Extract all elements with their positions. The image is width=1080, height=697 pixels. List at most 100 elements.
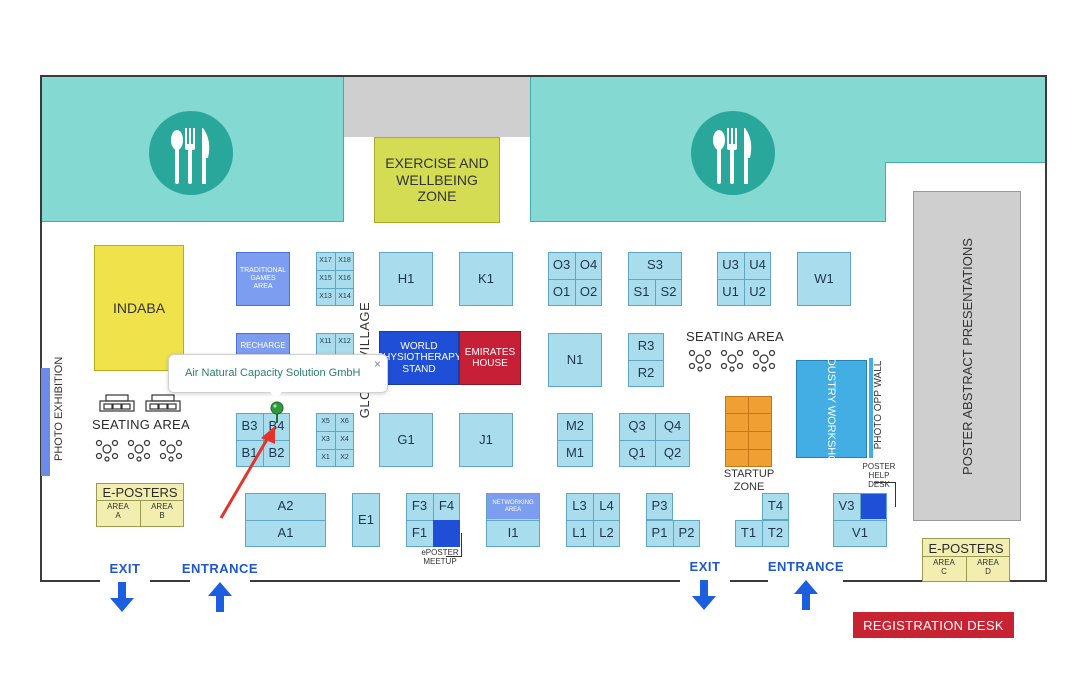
booth-W1[interactable]: W1 <box>797 252 851 306</box>
booth-H1[interactable]: H1 <box>379 252 433 306</box>
eposter-area-b[interactable]: AREA B <box>140 502 184 520</box>
booth-I1[interactable]: I1 <box>507 525 519 541</box>
booth-A2[interactable]: A2 <box>277 498 294 514</box>
eposter-meetup-square[interactable] <box>433 520 460 547</box>
eposter-meetup-label: ePOSTER MEETUP <box>410 548 470 567</box>
booth-T2[interactable]: T2 <box>767 525 784 541</box>
booth-B3[interactable]: B3 <box>241 418 258 434</box>
booth-X2[interactable]: X2 <box>340 453 349 461</box>
stand-label: STAND <box>402 363 436 375</box>
poster-abstract-area[interactable]: POSTER ABSTRACT PRESENTATIONS <box>913 191 1021 521</box>
booth-X3[interactable]: X3 <box>321 435 330 443</box>
booth-popup[interactable]: Air Natural Capacity Solution GmbH × <box>168 354 388 393</box>
photo-opp-wall-label: PHOTO OPP WALL <box>873 360 884 450</box>
booth-X13[interactable]: X13 <box>319 292 332 300</box>
booth-M1[interactable]: M1 <box>565 445 585 461</box>
booth-X4[interactable]: X4 <box>340 435 349 443</box>
close-icon[interactable]: × <box>373 357 381 371</box>
traditional-games-area[interactable]: TRADITIONAL GAMES AREA <box>236 252 290 306</box>
booth-X11[interactable]: X11 <box>319 337 332 345</box>
booth-V1[interactable]: V1 <box>852 525 868 541</box>
booth-F1[interactable]: F1 <box>411 525 428 541</box>
stand-label: EMIRATES <box>464 346 516 358</box>
booth-V3[interactable]: V3 <box>838 498 855 514</box>
area-label: C <box>941 567 947 577</box>
stand-label: HOUSE <box>472 358 508 369</box>
booth-R2[interactable]: R2 <box>637 365 655 381</box>
booth-U1[interactable]: U1 <box>722 284 739 300</box>
booth-X18[interactable]: X18 <box>338 256 351 264</box>
booth-L4[interactable]: L4 <box>599 498 614 514</box>
up-arrow-icon[interactable] <box>794 580 818 610</box>
down-arrow-icon[interactable] <box>692 580 716 610</box>
photo-opp-wall-bar <box>869 358 873 458</box>
booth-X17[interactable]: X17 <box>319 256 332 264</box>
seating-area-mid-label: SEATING AREA <box>686 329 784 344</box>
booth-X12[interactable]: X12 <box>338 337 351 345</box>
booth-Q2[interactable]: Q2 <box>663 445 682 461</box>
booth-Q4[interactable]: Q4 <box>663 418 682 434</box>
exercise-wellbeing-zone[interactable]: EXERCISE AND WELLBEING ZONE <box>374 137 500 223</box>
booth-P3[interactable]: P3 <box>651 498 668 514</box>
booth-O1[interactable]: O1 <box>552 284 571 300</box>
booth-X6[interactable]: X6 <box>340 417 349 425</box>
booth-R3[interactable]: R3 <box>637 338 655 354</box>
booth-t4 <box>762 493 789 520</box>
networking-area[interactable]: NETWORKING AREA <box>487 494 539 519</box>
booth-O2[interactable]: O2 <box>579 284 598 300</box>
booth-P1[interactable]: P1 <box>651 525 668 541</box>
indaba-zone[interactable]: INDABA <box>94 245 184 371</box>
booth-X14[interactable]: X14 <box>338 292 351 300</box>
booth-K1[interactable]: K1 <box>459 252 513 306</box>
booth-G1[interactable]: G1 <box>379 413 433 467</box>
registration-desk[interactable]: REGISTRATION DESK <box>853 612 1014 638</box>
area-label: D <box>985 567 991 577</box>
booth-P2[interactable]: P2 <box>678 525 695 541</box>
booth-F3[interactable]: F3 <box>411 498 428 514</box>
area-label: AREA <box>107 502 129 511</box>
booth-A1[interactable]: A1 <box>277 525 294 541</box>
booth-L3[interactable]: L3 <box>572 498 587 514</box>
booth-S1[interactable]: S1 <box>633 284 650 300</box>
up-arrow-icon[interactable] <box>208 582 232 612</box>
popup-title[interactable]: Air Natural Capacity Solution GmbH <box>185 367 361 379</box>
booth-X15[interactable]: X15 <box>319 274 332 282</box>
booth-U2[interactable]: U2 <box>749 284 766 300</box>
area-label: B <box>159 511 165 521</box>
booth-B1[interactable]: B1 <box>241 445 258 461</box>
booth-S3[interactable]: S3 <box>647 257 663 273</box>
down-arrow-icon[interactable] <box>110 582 134 612</box>
recharge-area[interactable]: RECHARGE <box>236 333 290 357</box>
eposter-area-a[interactable]: AREA A <box>96 502 140 520</box>
booth-T4[interactable]: T4 <box>767 498 784 514</box>
emirates-house[interactable]: EMIRATES HOUSE <box>459 331 521 385</box>
meetup-label: MEETUP <box>423 556 457 566</box>
booth-Q3[interactable]: Q3 <box>628 418 646 434</box>
booth-L1[interactable]: L1 <box>572 525 587 541</box>
meetup-leader-line <box>446 533 462 557</box>
eposter-area-d[interactable]: AREA D <box>966 558 1010 576</box>
industry-workshop[interactable]: INDUSTRY WORKSHOP <box>796 347 867 471</box>
booth-B2[interactable]: B2 <box>268 445 285 461</box>
booth-E1[interactable]: E1 <box>352 493 380 547</box>
location-pin-icon[interactable] <box>270 401 284 423</box>
booth-N1[interactable]: N1 <box>548 333 602 387</box>
booth-O3[interactable]: O3 <box>552 257 571 273</box>
booth-Q1[interactable]: Q1 <box>628 445 646 461</box>
networking-label: NETWORKING <box>492 499 534 506</box>
booth-L2[interactable]: L2 <box>599 525 614 541</box>
booth-J1[interactable]: J1 <box>459 413 513 467</box>
booth-X16[interactable]: X16 <box>338 274 351 282</box>
booth-O4[interactable]: O4 <box>579 257 598 273</box>
booth-F4[interactable]: F4 <box>438 498 455 514</box>
booth-U4[interactable]: U4 <box>749 257 766 273</box>
booth-X1[interactable]: X1 <box>321 453 330 461</box>
booth-T1[interactable]: T1 <box>740 525 757 541</box>
eposter-area-c[interactable]: AREA C <box>922 558 966 576</box>
booth-U3[interactable]: U3 <box>722 257 739 273</box>
world-physiotherapy-stand[interactable]: WORLD PHYSIOTHERAPY STAND <box>376 331 462 385</box>
booth-S2[interactable]: S2 <box>660 284 677 300</box>
booth-M2[interactable]: M2 <box>565 418 585 434</box>
poster-help-desk-square[interactable] <box>861 494 886 519</box>
booth-X5[interactable]: X5 <box>321 417 330 425</box>
